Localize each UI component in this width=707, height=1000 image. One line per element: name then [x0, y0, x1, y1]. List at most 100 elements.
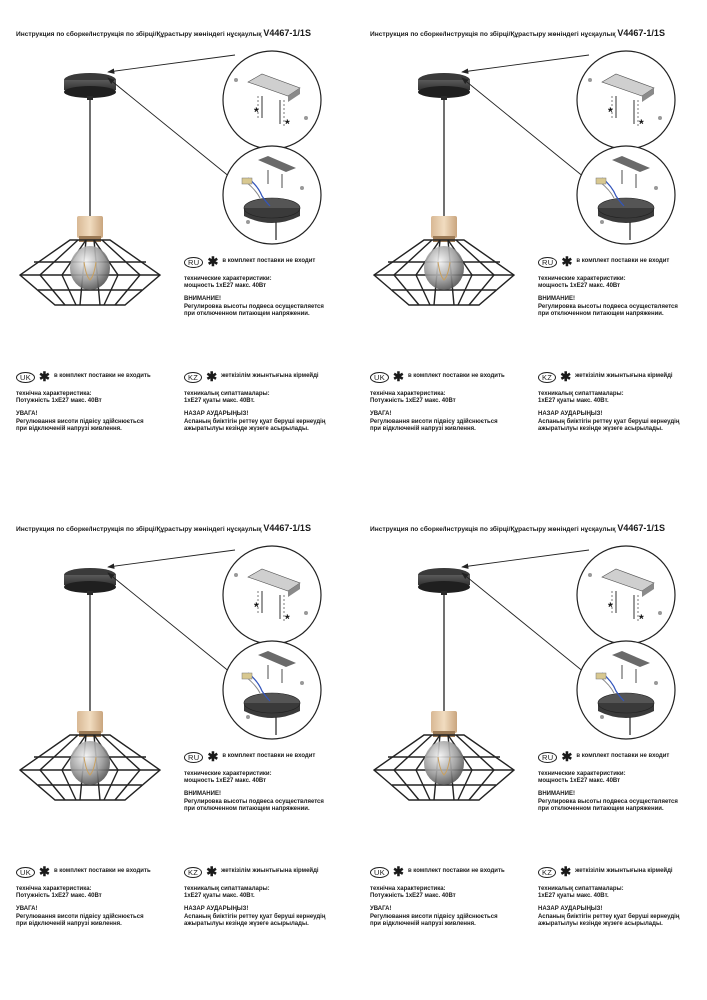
ru-warning: ВНИМАНИЕ! Регулировка высоты подвеса осу…	[538, 791, 678, 812]
detail-arrow	[107, 77, 237, 183]
canopy-wiring-detail	[222, 640, 322, 740]
ru-warning: ВНИМАНИЕ! Регулировка высоты подвеса осу…	[538, 296, 678, 317]
kz-badge: KZ	[184, 866, 203, 878]
model-number: V4467-1/1S	[617, 28, 665, 38]
ru-info-block: RU ✱ в комплект поставки не входит техни…	[184, 254, 324, 324]
uk-warning: УВАГА! Регулювання висоти підвісу здійсн…	[16, 411, 144, 432]
ru-not-included-note: в комплект поставки не входит	[222, 258, 316, 265]
kz-not-included-note: жеткізілім жиынтығына кірмейді	[575, 373, 673, 380]
uk-not-included-note: в комплект поставки не входить	[53, 868, 151, 875]
title-text: Инструкция по сборке/Інструкція по збірц…	[370, 526, 616, 533]
canopy-wiring-detail	[576, 145, 676, 245]
uk-info-block: UK ✱ в комплект поставки не входить техн…	[370, 369, 505, 439]
uk-warning: УВАГА! Регулювання висоти підвісу здійсн…	[16, 906, 144, 927]
kz-specs: техникалық сипаттамалары: 1хЕ27 қуаты ма…	[538, 886, 624, 900]
uk-badge: UK	[370, 371, 390, 383]
detail-arrow	[461, 572, 591, 678]
ceiling-canopy	[64, 73, 116, 100]
asterisk-icon: ✱	[561, 749, 573, 764]
uk-info-block: UK ✱ в комплект поставки не входить техн…	[16, 370, 151, 439]
wooden-socket-holder	[77, 216, 103, 242]
detail-arrow	[461, 54, 590, 74]
wooden-socket-holder	[431, 216, 457, 242]
ru-specs: технические характеристики: мощность 1хЕ…	[184, 771, 272, 785]
light-bulb	[424, 741, 464, 785]
uk-not-included-note: в комплект поставки не входить	[407, 868, 505, 875]
ceiling-canopy	[418, 73, 470, 100]
kz-specs: техникалық сипаттамалары: 1хЕ27 қуаты ма…	[538, 391, 624, 405]
svg-text:*: *	[639, 117, 644, 131]
detail-arrow	[461, 77, 591, 183]
title-text: Инструкция по сборке/Інструкція по збірц…	[16, 31, 262, 38]
asterisk-icon: ✱	[393, 369, 404, 384]
kz-specs: техникалық сипаттамалары: 1хЕ27 қуаты ма…	[184, 391, 270, 405]
asterisk-icon: ✱	[207, 749, 219, 764]
sheet-title: Инструкция по сборке/Інструкція по збірц…	[16, 523, 311, 533]
asterisk-icon: ✱	[206, 864, 218, 879]
light-bulb	[424, 246, 464, 290]
uk-info-block: UK ✱ в комплект поставки не входить техн…	[370, 865, 505, 934]
uk-not-included-note: в комплект поставки не входить	[53, 373, 151, 380]
asterisk-icon: ✱	[207, 254, 219, 269]
title-text: Инструкция по сборке/Інструкція по збірц…	[370, 31, 616, 38]
ru-badge: RU	[538, 256, 558, 268]
kz-specs: техникалық сипаттамалары: 1хЕ27 қуаты ма…	[184, 886, 270, 900]
ru-warning: ВНИМАНИЕ! Регулировка высоты подвеса осу…	[184, 296, 324, 317]
canopy-wiring-detail	[576, 640, 676, 740]
mounting-bracket-detail: * *	[222, 545, 322, 645]
title-text: Инструкция по сборке/Інструкція по збірц…	[16, 526, 262, 533]
lamp-assembly-illustration: * *	[18, 50, 322, 306]
kz-badge: KZ	[538, 371, 557, 383]
kz-not-included-note: жеткізілім жиынтығына кірмейді	[575, 868, 673, 875]
ru-badge: RU	[184, 751, 204, 763]
uk-specs: технічна характеристика: Потужність 1хЕ2…	[16, 391, 102, 405]
kz-info-block: KZ ✱ жеткізілім жиынтығына кірмейді техн…	[184, 369, 326, 439]
model-number: V4467-1/1S	[263, 523, 311, 533]
lamp-assembly-illustration: * *	[372, 50, 676, 306]
light-bulb	[70, 741, 110, 785]
kz-info-block: KZ ✱ жеткізілім жиынтығына кірмейді техн…	[538, 369, 679, 439]
wooden-socket-holder	[431, 711, 457, 737]
canopy-wiring-detail	[222, 145, 322, 245]
model-number: V4467-1/1S	[263, 28, 311, 38]
detail-arrow	[107, 549, 236, 569]
sheet-title: Инструкция по сборке/Інструкція по збірц…	[16, 28, 311, 38]
svg-text:*: *	[608, 600, 613, 614]
kz-warning: НАЗАР АУДАРЫҢЫЗ! Аспаның биіктігін ретте…	[184, 906, 326, 927]
light-bulb	[70, 246, 110, 290]
uk-specs: технічна характеристика: Потужність 1хЕ2…	[370, 391, 456, 405]
detail-arrow	[461, 549, 590, 569]
mounting-bracket-detail: * *	[222, 50, 322, 150]
uk-specs: технічна характеристика: Потужність 1хЕ2…	[16, 886, 102, 900]
sheet-title: Инструкция по сборке/Інструкція по збірц…	[370, 28, 665, 38]
asterisk-icon: ✱	[561, 254, 573, 269]
ru-not-included-note: в комплект поставки не входит	[576, 258, 670, 265]
uk-badge: UK	[370, 866, 390, 878]
kz-info-block: KZ ✱ жеткізілім жиынтығына кірмейді техн…	[184, 864, 326, 934]
ru-badge: RU	[538, 751, 558, 763]
uk-warning: УВАГА! Регулювання висоти підвісу здійсн…	[370, 411, 498, 432]
kz-not-included-note: жеткізілім жиынтығына кірмейді	[221, 373, 319, 380]
ru-info-block: RU ✱ в комплект поставки не входит техни…	[184, 749, 324, 819]
svg-text:*: *	[285, 117, 290, 131]
asterisk-icon: ✱	[560, 369, 572, 384]
mounting-bracket-detail: * *	[576, 50, 676, 150]
uk-badge: UK	[16, 371, 36, 383]
kz-badge: KZ	[538, 866, 557, 878]
ru-info-block: RU ✱ в комплект поставки не входит техни…	[538, 749, 678, 819]
svg-text:*: *	[608, 105, 613, 119]
mounting-bracket-detail: * *	[576, 545, 676, 645]
ru-info-block: RU ✱ в комплект поставки не входит техни…	[538, 254, 678, 324]
lamp-assembly-illustration: * *	[372, 545, 676, 801]
ceiling-canopy	[418, 568, 470, 595]
instruction-sheet: Инструкция по сборке/Інструкція по збірц…	[354, 0, 707, 500]
asterisk-icon: ✱	[206, 369, 218, 384]
uk-not-included-note: в комплект поставки не входить	[407, 373, 505, 380]
kz-warning: НАЗАР АУДАРЫҢЫЗ! Аспаның биіктігін ретте…	[538, 906, 680, 927]
model-number: V4467-1/1S	[617, 523, 665, 533]
asterisk-icon: ✱	[560, 864, 572, 879]
kz-warning: НАЗАР АУДАРЫҢЫЗ! Аспаның биіктігін ретте…	[184, 411, 326, 432]
wooden-socket-holder	[77, 711, 103, 737]
ru-specs: технические характеристики: мощность 1хЕ…	[538, 276, 626, 290]
sheet-title: Инструкция по сборке/Інструкція по збірц…	[370, 523, 665, 533]
